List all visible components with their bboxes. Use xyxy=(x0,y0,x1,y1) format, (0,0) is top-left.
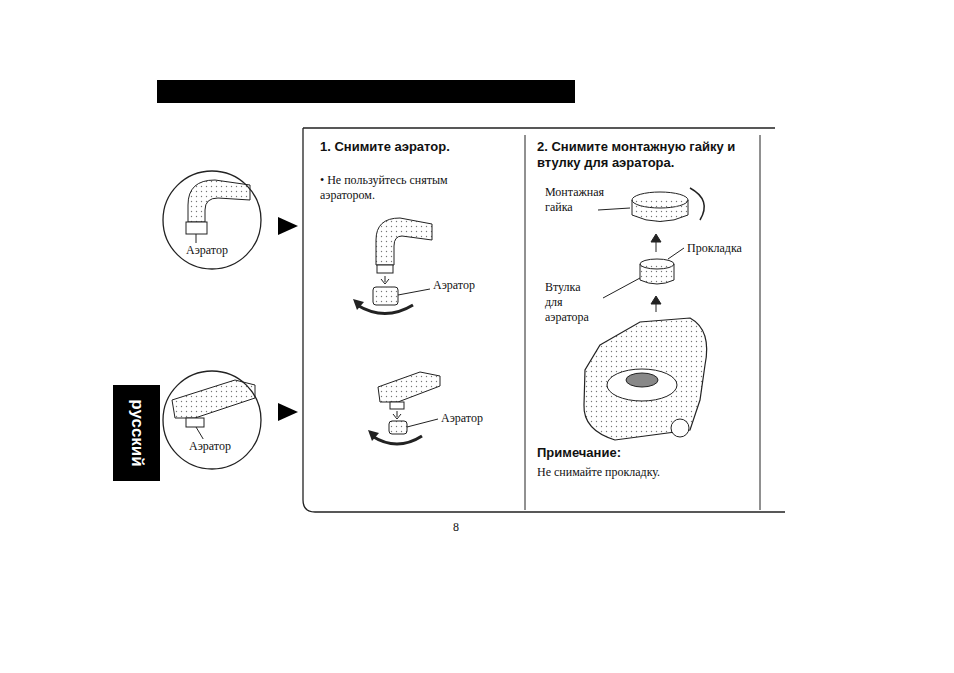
inset-circle: Аэратор xyxy=(162,370,262,470)
note-heading: Примечание: xyxy=(537,445,621,461)
part-label: Аэратор xyxy=(433,278,475,293)
circle-outline xyxy=(162,370,262,470)
part-label: Втулка для аэратора xyxy=(545,280,599,325)
language-tab: русский xyxy=(125,392,149,474)
part-label: Прокладка xyxy=(687,241,742,256)
part-label: Монтажная гайка xyxy=(545,185,607,215)
step-heading: 1. Снимите аэратор. xyxy=(320,139,450,155)
part-label: Аэратор xyxy=(441,411,483,426)
inset-circle: Аэратор xyxy=(162,170,262,270)
part-label: Аэратор xyxy=(188,439,232,454)
step-heading: 2. Снимите монтажную гайку и втулку для … xyxy=(537,139,755,172)
part-label: Аэратор xyxy=(185,243,229,258)
step-panel: 1. Снимите аэратор. • Не пользуйтесь снят… xyxy=(310,133,520,503)
note-text: Не снимайте прокладку. xyxy=(537,465,660,480)
note-text: • Не пользуйтесь снятым аэратором. xyxy=(320,173,470,203)
page-number: 8 xyxy=(453,520,459,535)
